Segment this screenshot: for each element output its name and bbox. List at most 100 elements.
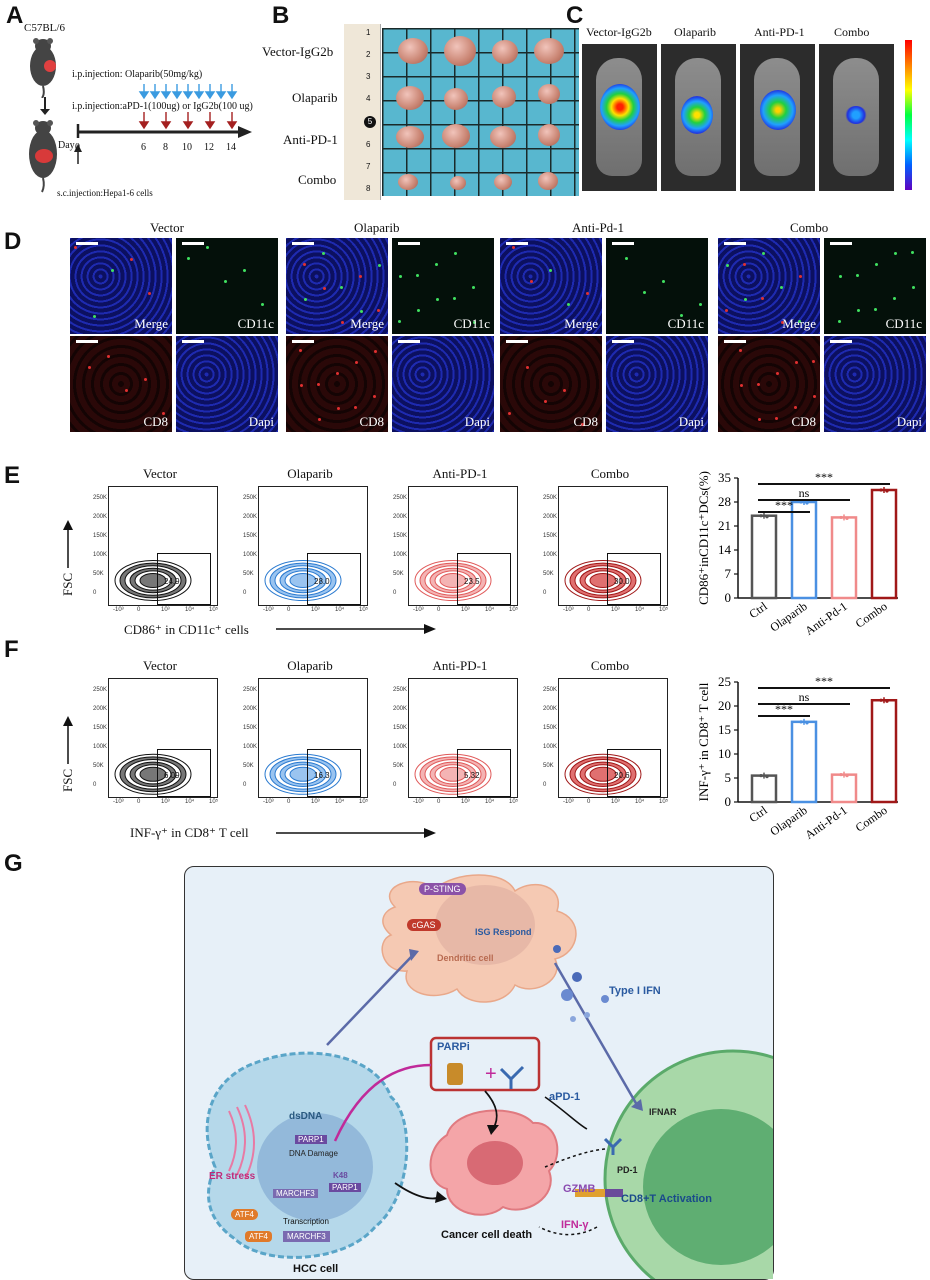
- gate-percentage: 20.6: [614, 770, 630, 780]
- y-tick-label: 0: [393, 782, 397, 788]
- bioluminescence-image: [819, 44, 894, 191]
- channel-label: Dapi: [248, 414, 274, 429]
- if-group-label: Vector: [150, 220, 184, 235]
- y-tick-label: 150K: [393, 533, 408, 539]
- y-tick-label: 28: [718, 494, 731, 509]
- y-tick-label: 100K: [393, 744, 408, 750]
- x-tick-label: 10⁴: [485, 799, 495, 805]
- x-tick-label: -10³: [563, 607, 574, 613]
- panel-label-d: D: [4, 228, 22, 255]
- gate: 24.9: [157, 553, 211, 605]
- x-tick-label: -10³: [113, 607, 124, 613]
- y-tick-label: 200K: [543, 514, 558, 520]
- channel-label: Merge: [350, 316, 384, 331]
- data-point: [845, 516, 849, 521]
- gate-percentage: 5.32: [464, 770, 480, 780]
- y-tick-label: 150K: [393, 725, 408, 731]
- fluorescence-tile: Dapi: [176, 336, 278, 432]
- parp1-label: PARP1: [295, 1135, 327, 1144]
- y-tick-label: 100K: [243, 552, 258, 558]
- y-tick-label: 50K: [93, 571, 104, 577]
- ruler-mark: 7: [366, 162, 371, 171]
- significance-label: ***: [775, 498, 793, 512]
- bar: [790, 720, 818, 804]
- significance-label: ***: [815, 674, 833, 688]
- y-tick-label: 200K: [543, 706, 558, 712]
- arrow-up-icon: [63, 520, 73, 568]
- tumor: [494, 174, 512, 190]
- data-point: [799, 720, 803, 724]
- atf4-label: ATF4: [231, 1209, 258, 1220]
- ifnar-label: IFNAR: [649, 1107, 677, 1117]
- x-tick-label: Ctrl: [746, 803, 770, 826]
- gate-percentage: 30.0: [614, 576, 630, 586]
- bar: [870, 488, 898, 600]
- contour-plot: [414, 560, 492, 601]
- y-tick-label: 50K: [393, 763, 404, 769]
- y-tick-label: 200K: [243, 706, 258, 712]
- tumor: [538, 84, 560, 104]
- gate-percentage: 6.09: [164, 770, 180, 780]
- fluorescence-tile: Merge: [500, 238, 602, 334]
- ruler-mark: 1: [366, 28, 371, 37]
- day-0: 0: [75, 142, 80, 153]
- x-tick-label: -10³: [563, 799, 574, 805]
- antibody-injection-label: i.p.injection:aPD-1(100ug) or IgG2b(100 …: [72, 101, 253, 112]
- y-tick-label: 50K: [543, 571, 554, 577]
- x-tick-label: 0: [287, 607, 291, 613]
- er-stress-label: ER stress: [209, 1171, 256, 1182]
- fluorescence-tile: CD11c: [392, 238, 494, 334]
- x-tick-label: 0: [137, 799, 141, 805]
- x-tick-label: 0: [437, 799, 441, 805]
- channel-label: CD8: [573, 414, 598, 429]
- y-tick-label: 0: [543, 782, 547, 788]
- ruler: 1 2 3 4 5 6 7 8: [344, 24, 381, 200]
- fluorescence-tile: Dapi: [824, 336, 926, 432]
- channel-label: CD11c: [453, 316, 490, 331]
- imaging-group-label: Olaparib: [674, 25, 716, 39]
- x-tick-label: -10³: [413, 799, 424, 805]
- fluorescence-tile: Merge: [70, 238, 172, 334]
- gate: 20.6: [607, 749, 661, 797]
- x-tick-label: 10⁵: [209, 607, 219, 613]
- data-point: [765, 515, 769, 519]
- color-scale-bar: [905, 40, 912, 190]
- olaparib-injection-label: i.p.injection: Olaparib(50mg/kg): [72, 69, 203, 80]
- x-tick-label: 10³: [161, 607, 170, 613]
- y-tick-label: 0: [393, 590, 397, 596]
- arrow-right-icon: [276, 624, 436, 634]
- y-tick-label: 250K: [393, 687, 408, 693]
- flow-group-label: Anti-PD-1: [432, 658, 488, 673]
- y-tick-label: 150K: [543, 725, 558, 731]
- y-axis-label: FSC: [60, 572, 75, 596]
- bioluminescence-image: [740, 44, 815, 191]
- y-tick-label: 100K: [543, 744, 558, 750]
- gate: 6.09: [157, 749, 211, 797]
- x-tick-label: Combo: [853, 599, 890, 631]
- y-tick-label: 100K: [393, 552, 408, 558]
- y-tick-label: 50K: [393, 571, 404, 577]
- tumor: [444, 88, 468, 110]
- y-tick-label: 250K: [243, 495, 258, 501]
- x-tick-label: 10³: [311, 799, 320, 805]
- imaging-group-label: Anti-PD-1: [754, 25, 805, 39]
- x-tick-label: 10⁵: [659, 799, 669, 805]
- gate: 23.5: [457, 553, 511, 605]
- x-tick-label: 10⁵: [659, 607, 669, 613]
- ruler-mark: 6: [366, 140, 371, 149]
- if-group-label: Anti-Pd-1: [572, 220, 624, 235]
- x-tick-label: -10³: [113, 799, 124, 805]
- gate-percentage: 16.3: [314, 770, 330, 780]
- significance-label: ns: [799, 486, 810, 500]
- y-axis-label: CD86⁺inCD11c⁺DCs(%): [696, 471, 711, 605]
- day-14: 14: [226, 142, 236, 153]
- sc-injection-label: s.c.injection:Hepa1-6 cells: [57, 188, 153, 198]
- x-tick-label: 10³: [461, 607, 470, 613]
- x-tick-label: 0: [287, 799, 291, 805]
- y-tick-label: 100K: [243, 744, 258, 750]
- atf4-label: ATF4: [245, 1231, 272, 1242]
